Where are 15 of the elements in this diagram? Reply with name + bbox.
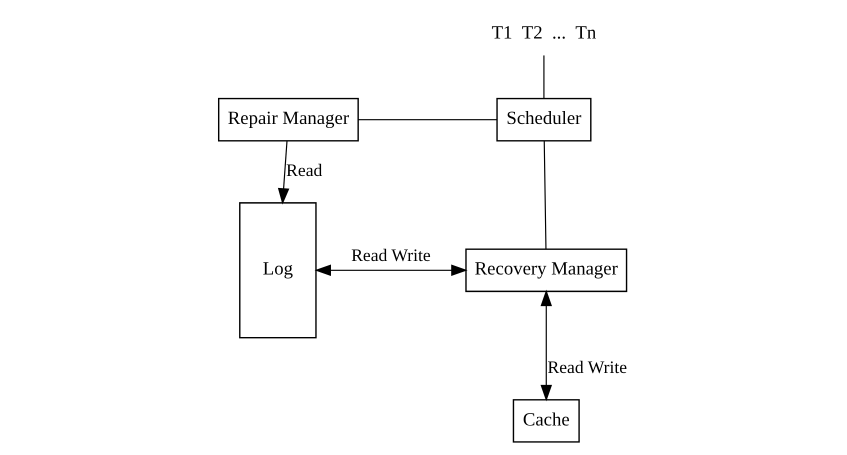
connector bbox=[544, 140, 547, 249]
arrow bbox=[314, 264, 468, 276]
edge-label: Read Write bbox=[351, 244, 431, 265]
connector bbox=[543, 55, 544, 99]
connector bbox=[358, 119, 497, 120]
edge-label: Read Write bbox=[548, 356, 628, 377]
node-box: Recovery Manager bbox=[465, 248, 628, 292]
node-text: T1 T2 ... Tn bbox=[492, 22, 596, 44]
node-box: Cache bbox=[512, 399, 580, 443]
node-box: Repair Manager bbox=[218, 98, 359, 142]
node-box: Scheduler bbox=[496, 98, 592, 142]
arrow bbox=[278, 140, 290, 205]
arrow bbox=[540, 290, 552, 402]
edge-label: Read bbox=[286, 160, 322, 180]
node-box: Log bbox=[239, 202, 317, 338]
